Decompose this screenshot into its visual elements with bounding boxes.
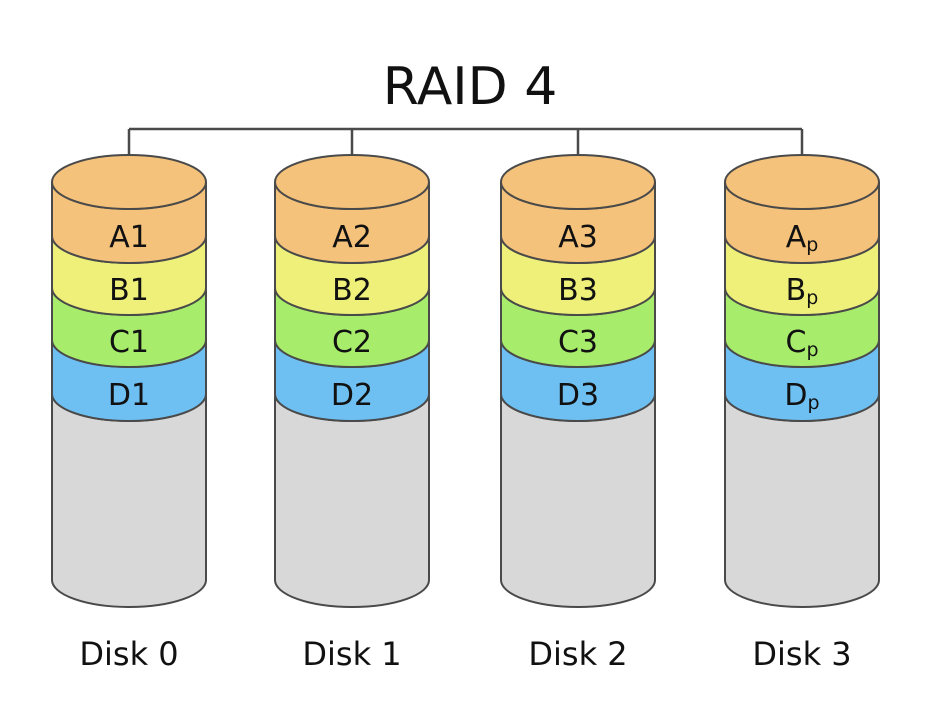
block-label: D2 — [331, 378, 373, 413]
block-label: C2 — [332, 325, 372, 360]
diagram-title: RAID 4 — [383, 57, 558, 117]
disk-label: Disk 1 — [302, 635, 401, 673]
disk-empty-space — [500, 393, 656, 608]
disk-top-cap — [274, 154, 430, 210]
block-label: Ap — [786, 220, 819, 256]
block-label: B3 — [558, 273, 598, 308]
block-label: Cp — [785, 325, 818, 361]
disk-top-cap — [51, 154, 207, 210]
disk-label: Disk 3 — [752, 635, 851, 673]
block-label: C3 — [558, 325, 598, 360]
block-label: Bp — [786, 273, 819, 309]
block-label: A1 — [109, 220, 149, 255]
disk-label: Disk 0 — [79, 635, 178, 673]
block-label: D1 — [108, 378, 150, 413]
block-label: C1 — [109, 325, 149, 360]
disk-top-cap — [500, 154, 656, 210]
block-label: A2 — [332, 220, 372, 255]
block-label: Dp — [784, 378, 819, 414]
disk-empty-space — [51, 393, 207, 608]
controller-connector — [127, 127, 804, 182]
disk-empty-space — [724, 393, 880, 608]
disk-top-cap — [724, 154, 880, 210]
block-label: D3 — [557, 378, 599, 413]
disk-empty-space — [274, 393, 430, 608]
block-label: A3 — [558, 220, 598, 255]
disk-label: Disk 2 — [528, 635, 627, 673]
block-label: B1 — [109, 273, 149, 308]
block-label: B2 — [332, 273, 372, 308]
